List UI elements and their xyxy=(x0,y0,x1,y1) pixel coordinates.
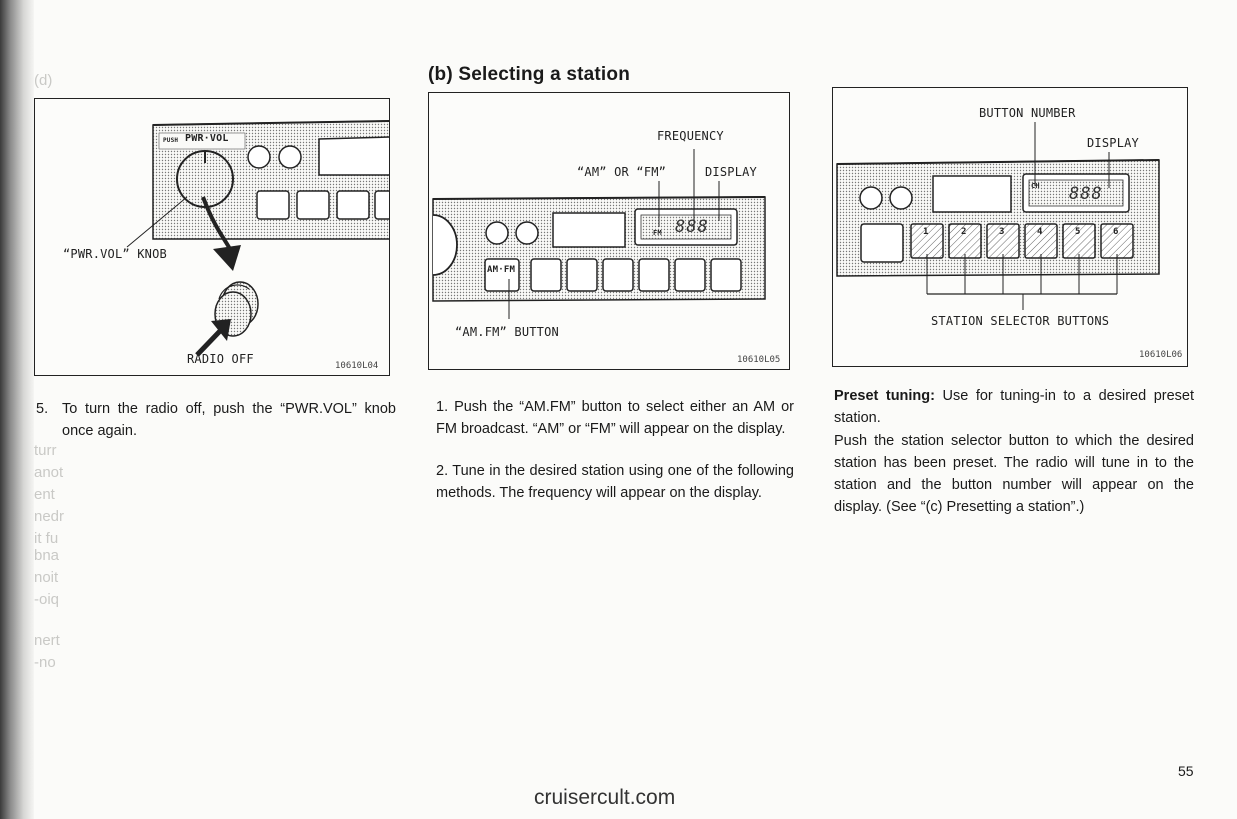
page-number: 55 xyxy=(1178,763,1194,779)
am-fm-button-text: AM·FM xyxy=(487,265,516,275)
figure-station-selector: BUTTON NUMBER DISPLAY CH 888 1 2 3 4 5 6… xyxy=(832,87,1188,367)
figure-code: 10610L06 xyxy=(1139,350,1183,360)
preset-tuning-paragraph: Preset tuning: Use for tuning-in to a de… xyxy=(834,385,1194,429)
figure-code: 10610L04 xyxy=(335,361,379,371)
preset-button-3: 3 xyxy=(999,227,1005,237)
station-selector-label: STATION SELECTOR BUTTONS xyxy=(931,314,1110,328)
push-label: PUSH xyxy=(163,137,179,144)
preset-button-4: 4 xyxy=(1037,227,1043,237)
preset-button-1: 1 xyxy=(923,227,929,237)
display-label: DISPLAY xyxy=(705,165,757,179)
frequency-label: FREQUENCY xyxy=(657,129,724,143)
station-selector-illustration xyxy=(836,122,1160,310)
preset-button-6: 6 xyxy=(1113,227,1119,237)
preset-detail-paragraph: Push the station selector button to whic… xyxy=(834,433,1194,515)
page-binding-shadow xyxy=(0,0,34,819)
figure-code: 10610L05 xyxy=(737,355,781,365)
section-title: (b) Selecting a station xyxy=(428,64,631,85)
pwr-vol-label: PWR·VOL xyxy=(185,133,229,144)
preset-button-5: 5 xyxy=(1075,227,1081,237)
am-or-fm-label: “AM” OR “FM” xyxy=(577,165,667,179)
am-fm-button-label: “AM.FM” BUTTON xyxy=(455,325,559,339)
figure-am-fm-display: FREQUENCY “AM” OR “FM” DISPLAY AM·FM FM … xyxy=(428,92,790,370)
step-5-text: To turn the radio off, push the “PWR.VOL… xyxy=(62,401,396,439)
display-digits: 888 xyxy=(1069,184,1103,204)
preset-button-2: 2 xyxy=(961,227,967,237)
footer-watermark: cruisercult.com xyxy=(534,786,676,809)
step-1-paragraph: 1. Push the “AM.FM” button to select eit… xyxy=(436,399,794,437)
display-label: DISPLAY xyxy=(1087,136,1139,150)
figure-radio-off: PUSH PWR·VOL “PWR.VOL” KNOB RADIO OFF 10… xyxy=(34,98,390,376)
display-digits: 888 xyxy=(675,217,709,237)
step-2-paragraph: 2. Tune in the desired station using one… xyxy=(436,463,794,501)
step-5-paragraph: 5. To turn the radio off, push the “PWR.… xyxy=(36,398,396,442)
pwr-vol-knob-label: “PWR.VOL” KNOB xyxy=(63,247,167,261)
button-number-label: BUTTON NUMBER xyxy=(979,106,1076,120)
radio-off-illustration xyxy=(126,120,389,357)
radio-off-label: RADIO OFF xyxy=(187,352,254,366)
show-through-text: (d) xyxy=(34,72,53,89)
show-through-text: nert-no xyxy=(34,632,60,671)
step-5-number: 5. xyxy=(36,401,49,417)
preset-tuning-text: Use for tuning-in to a desired preset st… xyxy=(834,388,1194,426)
am-fm-illustration xyxy=(432,149,766,319)
ch-indicator: CH xyxy=(1031,182,1040,190)
preset-tuning-label: Preset tuning: xyxy=(834,388,935,404)
fm-indicator: FM xyxy=(653,229,662,237)
